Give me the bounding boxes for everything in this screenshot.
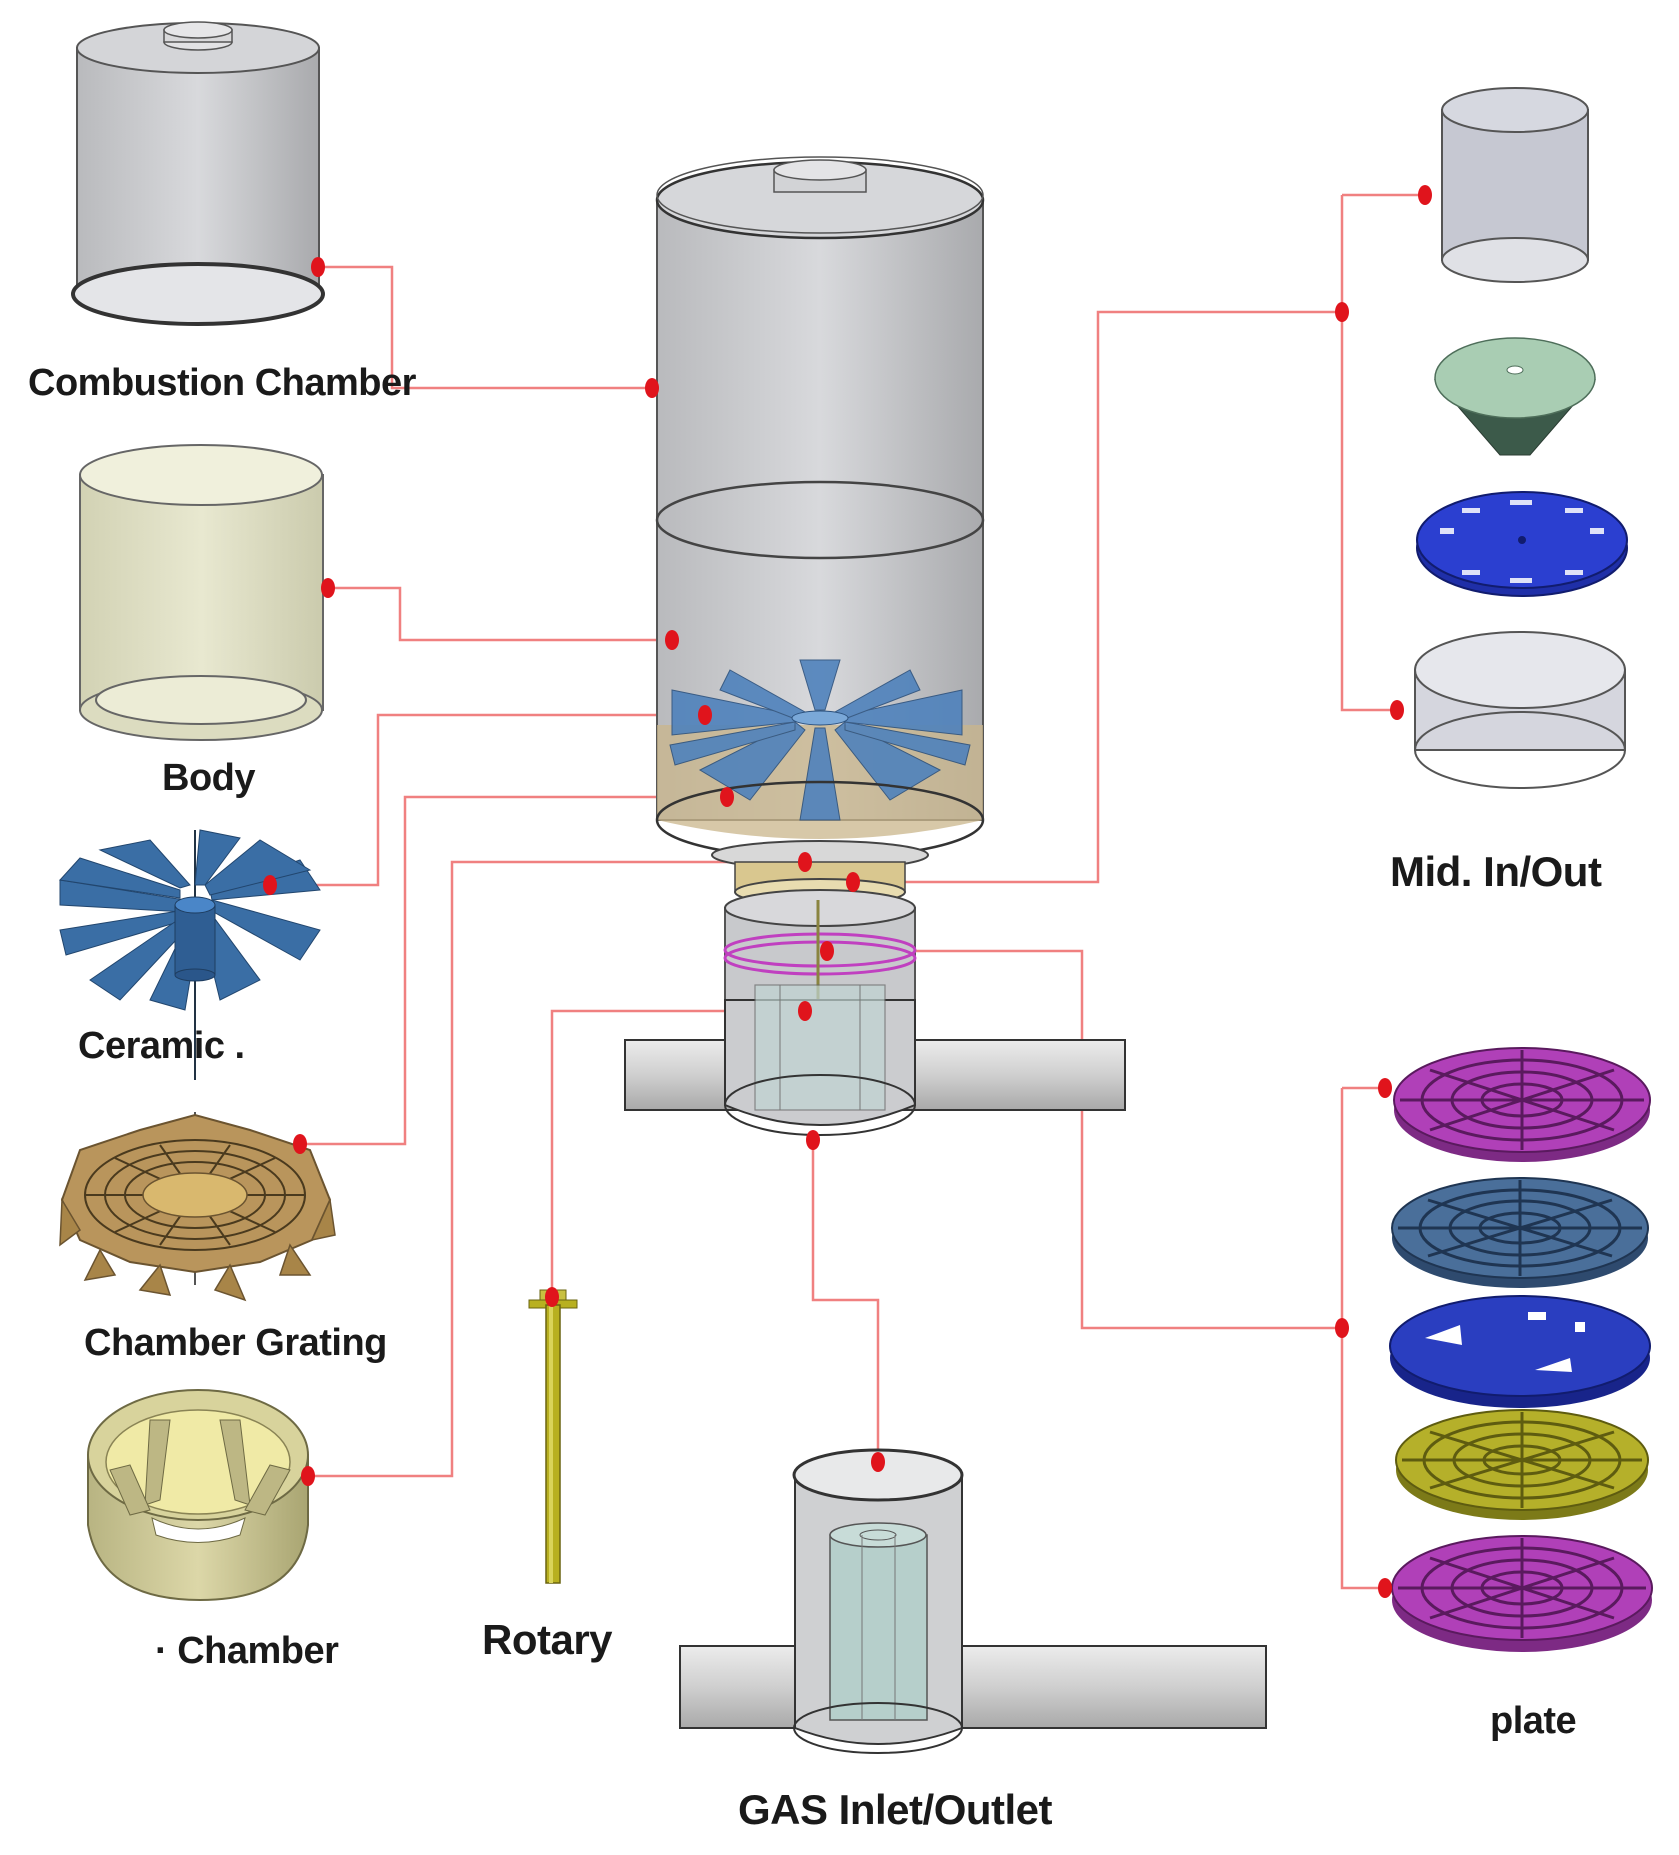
combustion-chamber-part (71, 21, 325, 326)
label-plate: plate (1490, 1700, 1577, 1742)
rotary-part (528, 1289, 578, 1584)
dot-chamber-assembly (798, 852, 812, 872)
label-body: Body (162, 757, 256, 799)
label-ceramic: Ceramic . (78, 1025, 245, 1067)
connector-chamber (308, 860, 805, 1478)
dot-chamber-part (301, 1466, 315, 1486)
label-chamber: · Chamber (155, 1630, 339, 1672)
label-combustion-chamber: Combustion Chamber (28, 362, 416, 404)
mid-cylinder-part (1441, 87, 1589, 283)
connector-plate (827, 949, 1342, 1330)
dot-plate-assembly (820, 941, 834, 961)
ceramic-part (59, 829, 321, 1080)
plate-steel (1391, 1177, 1649, 1288)
dot-mid-junction (1335, 302, 1349, 322)
connector-gas (811, 1140, 880, 1462)
dot-grating-assembly (720, 787, 734, 807)
label-chamber-grating: Chamber Grating (84, 1322, 387, 1364)
dot-combustion-assembly (645, 378, 659, 398)
dot-combustion-part (311, 257, 325, 277)
chamber-grating-part (59, 1112, 336, 1302)
dot-gas-assembly (806, 1130, 820, 1150)
dot-body-part (321, 578, 335, 598)
connector-grating (300, 795, 727, 1146)
gas-inlet-outlet-part (679, 1448, 1267, 1754)
connector-ceramic (270, 713, 705, 887)
label-rotary: Rotary (482, 1616, 613, 1663)
plate-magenta-bottom (1391, 1535, 1653, 1652)
dot-gas-part (871, 1452, 885, 1472)
connector-lines (270, 193, 1425, 1590)
label-gas-inlet-outlet: GAS Inlet/Outlet (738, 1786, 1053, 1833)
dot-plate-top (1378, 1078, 1392, 1098)
dot-ceramic-part (263, 875, 277, 895)
connector-plate-branch (1340, 1088, 1385, 1590)
connector-mid-branch (1340, 195, 1397, 712)
chamber-part (87, 1389, 309, 1602)
dot-plate-junction (1335, 1318, 1349, 1338)
connector-mid (853, 310, 1342, 884)
body-part (79, 444, 324, 741)
dot-plate-bottom (1378, 1578, 1392, 1598)
center-assembly (624, 156, 1126, 1136)
connector-combustion (318, 265, 652, 390)
plate-olive (1395, 1409, 1649, 1520)
label-mid-in-out: Mid. In/Out (1390, 848, 1602, 895)
dot-rotary-assembly (798, 1001, 812, 1021)
plate-blue (1389, 1295, 1651, 1408)
mid-disk-part (1416, 491, 1628, 597)
dot-mid-top (1418, 185, 1432, 205)
connector-body (328, 586, 672, 642)
connector-dots (263, 185, 1432, 1598)
connector-rotary (550, 1009, 805, 1297)
dot-ceramic-assembly (698, 705, 712, 725)
dot-mid-assembly (846, 872, 860, 892)
mid-cone-part (1433, 337, 1597, 456)
dot-rotary-part (545, 1287, 559, 1307)
plate-magenta-top (1393, 1047, 1651, 1162)
plate-stack (1389, 1047, 1653, 1652)
dot-mid-ring (1390, 700, 1404, 720)
dot-grating-part (293, 1134, 307, 1154)
mid-ring-part (1414, 631, 1626, 789)
dot-body-assembly (665, 630, 679, 650)
